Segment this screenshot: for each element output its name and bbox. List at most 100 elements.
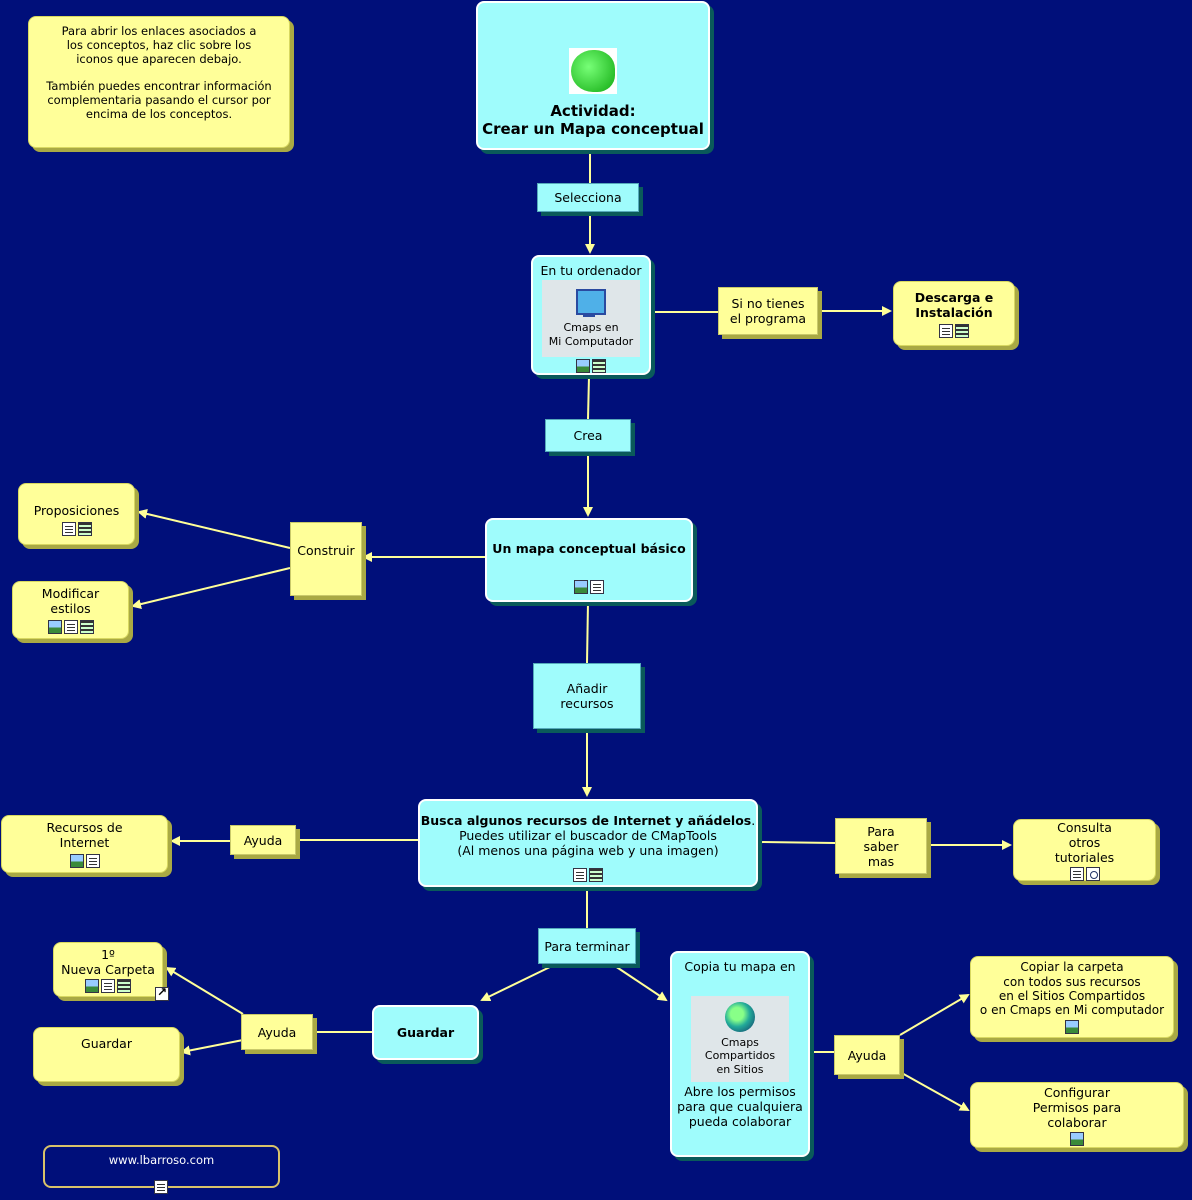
image-resource-icon[interactable]: [69, 854, 84, 868]
link-ayuda-copia[interactable]: Ayuda: [834, 1035, 900, 1075]
node-line: Modificar: [41, 586, 100, 601]
web-resource-icon[interactable]: [1085, 866, 1100, 881]
link-anadir-recursos[interactable]: Añadir recursos: [533, 663, 641, 729]
node-en-tu-ordenador[interactable]: En tu ordenador Cmaps en Mi Computador: [531, 255, 651, 375]
video-resource-icon[interactable]: [592, 359, 606, 373]
link-label: Ayuda: [847, 1047, 887, 1063]
link-ayuda-guardar[interactable]: Ayuda: [241, 1014, 313, 1050]
video-resource-icon[interactable]: [589, 867, 603, 882]
title-line-2: Crear un Mapa conceptual: [482, 120, 704, 138]
info-line: Para abrir los enlaces asociados a: [61, 24, 257, 38]
node-line: Puedes utilizar el buscador de CMapTools: [459, 827, 717, 843]
document-resource-icon[interactable]: [85, 854, 100, 868]
document-resource-icon[interactable]: [1069, 866, 1084, 881]
link-label: saber: [863, 838, 899, 854]
link-label: Para terminar: [544, 938, 630, 954]
node-configurar-permisos[interactable]: Configurar Permisos para colaborar: [970, 1082, 1184, 1148]
link-label: recursos: [560, 696, 614, 711]
image-resource-icon[interactable]: [1070, 1131, 1084, 1146]
link-ayuda-recursos[interactable]: Ayuda: [230, 825, 296, 855]
website-node[interactable]: www.lbarroso.com: [43, 1145, 280, 1188]
node-guardar-ayuda[interactable]: Guardar: [33, 1027, 180, 1082]
info-line: También puedes encontrar información: [46, 79, 272, 94]
node-line: Permisos para: [1032, 1099, 1122, 1115]
node-title: Guardar: [396, 1025, 455, 1040]
link-label: el programa: [729, 311, 807, 326]
info-line: los conceptos, haz clic sobre los: [66, 37, 252, 52]
link-crea[interactable]: Crea: [545, 419, 631, 452]
concept-map-logo: [569, 48, 617, 94]
node-copiar-carpeta[interactable]: Copiar la carpeta con todos sus recursos…: [970, 956, 1174, 1038]
node-title: Un mapa conceptual básico: [492, 540, 686, 556]
link-construir[interactable]: Construir: [290, 522, 362, 596]
link-label: Selecciona: [554, 190, 622, 205]
node-busca-recursos[interactable]: Busca algunos recursos de Internet y añá…: [418, 799, 758, 887]
shortcut-icon[interactable]: [155, 985, 169, 1001]
image-resource-icon[interactable]: [85, 978, 99, 993]
link-label: mas: [867, 853, 895, 869]
video-resource-icon[interactable]: [79, 620, 94, 634]
cmaps-computer-image: Cmaps en Mi Computador: [542, 280, 640, 357]
node-line: Consulta: [1057, 819, 1112, 835]
node-title: Copia tu mapa en: [684, 959, 796, 974]
link-label: Si no tienes: [731, 296, 805, 311]
title-line-1: Actividad:: [550, 102, 636, 120]
website-label: www.lbarroso.com: [108, 1153, 215, 1167]
node-line: Proposiciones: [33, 502, 120, 518]
document-resource-icon[interactable]: [61, 521, 76, 536]
info-line: complementaria pasando el cursor por: [47, 93, 271, 108]
node-line: colaborar: [1047, 1114, 1107, 1130]
info-note: Para abrir los enlaces asociados a los c…: [28, 16, 290, 148]
shared-cmaps-image: Cmaps Compartidos en Sitios: [691, 996, 789, 1082]
node-modificar-estilos[interactable]: Modificar estilos: [12, 581, 129, 639]
node-line: Descarga e: [914, 289, 994, 305]
head-network-icon: [571, 50, 615, 92]
node-line: otros: [1068, 834, 1101, 850]
node-line: Internet: [59, 835, 110, 850]
video-resource-icon[interactable]: [77, 521, 92, 536]
node-line: o en Cmaps en Mi computador: [979, 1003, 1165, 1018]
document-resource-icon[interactable]: [939, 323, 953, 338]
node-recursos-internet[interactable]: Recursos de Internet: [1, 815, 168, 873]
node-line: para que cualquiera: [677, 1099, 803, 1114]
pic-label: en Sitios: [716, 1062, 764, 1076]
node-mapa-basico[interactable]: Un mapa conceptual básico: [485, 518, 693, 602]
pic-label: Cmaps Compartidos: [704, 1036, 776, 1063]
video-resource-icon[interactable]: [955, 323, 969, 338]
document-resource-icon[interactable]: [154, 1180, 168, 1194]
document-resource-icon[interactable]: [101, 978, 115, 993]
document-resource-icon[interactable]: [573, 867, 587, 882]
video-resource-icon[interactable]: [117, 978, 131, 993]
image-resource-icon[interactable]: [576, 359, 590, 373]
node-line: estilos: [50, 601, 91, 616]
link-para-saber-mas[interactable]: Para saber mas: [835, 818, 927, 874]
node-line: Instalación: [915, 304, 993, 320]
title-node[interactable]: Actividad: Crear un Mapa conceptual: [476, 1, 710, 150]
image-resource-icon[interactable]: [574, 579, 588, 594]
node-title: En tu ordenador: [540, 263, 642, 278]
link-label: Añadir: [566, 681, 608, 696]
node-nueva-carpeta[interactable]: 1º Nueva Carpeta: [53, 942, 163, 997]
node-copia-mapa[interactable]: Copia tu mapa en Cmaps Compartidos en Si…: [670, 951, 810, 1157]
node-dot: .: [751, 812, 756, 828]
node-consulta-tutoriales[interactable]: Consulta otros tutoriales: [1013, 819, 1156, 881]
document-resource-icon[interactable]: [63, 620, 78, 634]
info-line: iconos que aparecen debajo.: [76, 51, 242, 66]
link-label: Ayuda: [257, 1024, 297, 1040]
node-line: pueda colaborar: [688, 1114, 792, 1129]
image-resource-icon[interactable]: [1065, 1019, 1079, 1034]
node-guardar[interactable]: Guardar: [372, 1005, 479, 1060]
link-selecciona[interactable]: Selecciona: [537, 183, 639, 212]
node-line: Busca algunos recursos de Internet y añá…: [421, 813, 755, 828]
image-resource-icon[interactable]: [47, 620, 62, 634]
node-line: 1º: [101, 946, 115, 962]
link-para-terminar[interactable]: Para terminar: [538, 928, 636, 964]
computer-icon: [576, 289, 606, 318]
link-label: Para: [867, 823, 895, 839]
node-descarga[interactable]: Descarga e Instalación: [893, 281, 1015, 346]
link-si-no-tienes[interactable]: Si no tienes el programa: [718, 287, 818, 335]
node-proposiciones[interactable]: Proposiciones: [18, 483, 135, 545]
globe-icon: [725, 1002, 755, 1033]
document-resource-icon[interactable]: [590, 579, 604, 594]
